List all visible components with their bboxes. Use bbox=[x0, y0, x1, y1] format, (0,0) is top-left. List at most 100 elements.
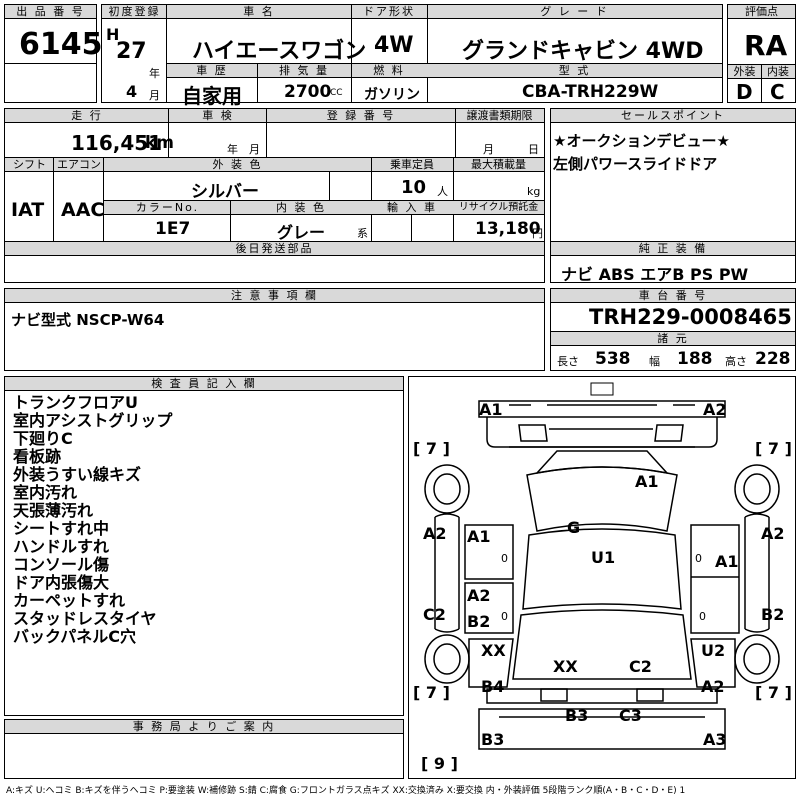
damage-windshield: G bbox=[567, 518, 581, 537]
inspector-note: 下廻りC bbox=[13, 429, 73, 448]
damage-sill-left: C2 bbox=[423, 605, 446, 624]
damage-hood: A1 bbox=[635, 472, 659, 491]
door-rr-mark: 0 bbox=[699, 610, 706, 623]
inspection-header: 車 検 bbox=[169, 109, 267, 123]
fuel-type: ガソリン bbox=[364, 87, 420, 103]
damage-rear-left: B4 bbox=[481, 677, 505, 696]
yen-unit: 円 bbox=[532, 227, 543, 240]
transfer-header: 譲渡書類期限 bbox=[455, 109, 544, 123]
damage-rear-quarter-left: XX bbox=[481, 641, 506, 660]
inspector-note: スタッドレスタイヤ bbox=[13, 609, 157, 628]
inspector-note: 看板跡 bbox=[13, 447, 62, 466]
damage-door-rl-a2: A2 bbox=[467, 586, 491, 605]
lot-number: 6145 bbox=[19, 27, 103, 62]
sales-point-header: セールスポイント bbox=[551, 109, 795, 123]
office-box: 事 務 局 よ り ご 案 内 bbox=[4, 719, 404, 779]
era-letter: H bbox=[106, 25, 120, 44]
tire-fr-score: [ 7 ] bbox=[755, 439, 792, 458]
damage-diagram: [ 7 ] [ 7 ] [ 7 ] [ 7 ] [ 9 ] A1 A2 A1 G… bbox=[408, 376, 796, 779]
insp-year-unit: 年 bbox=[227, 143, 238, 156]
reg-no-header: 登 録 番 号 bbox=[267, 109, 455, 123]
grade: グランドキャビン 4WD bbox=[462, 39, 704, 64]
mileage-unit: km bbox=[145, 133, 175, 153]
color-no-header: カラーNo. bbox=[104, 201, 231, 215]
damage-fender-left: A2 bbox=[423, 524, 447, 543]
damage-rear-glass-c2: C2 bbox=[629, 657, 652, 676]
inspector-note: 室内汚れ bbox=[13, 483, 78, 502]
aircon-type: AAC bbox=[61, 199, 105, 221]
color-number: 1E7 bbox=[155, 219, 191, 239]
damage-backdoor-c3: C3 bbox=[619, 706, 642, 725]
inspector-note: 外装うすい線キズ bbox=[13, 465, 142, 484]
shift-type: IAT bbox=[11, 199, 45, 221]
door-header: ドア形状 bbox=[351, 5, 427, 19]
transfer-day-unit: 日 bbox=[528, 143, 539, 156]
car-name-header: 車 名 bbox=[167, 5, 351, 19]
car-history: 自家用 bbox=[182, 84, 242, 108]
damage-front-left: A1 bbox=[479, 400, 503, 419]
displacement: 2700 bbox=[284, 82, 332, 102]
damage-rear-bumper-right: A3 bbox=[703, 730, 727, 749]
transfer-month-unit: 月 bbox=[483, 143, 494, 156]
sales-point-2: 左側パワースライドドア bbox=[553, 155, 718, 173]
damage-sill-right: B2 bbox=[761, 605, 785, 624]
interior-score: C bbox=[770, 80, 785, 104]
inspector-note: ドア内張傷大 bbox=[13, 573, 110, 592]
first-reg-header: 初度登録 bbox=[102, 5, 167, 19]
month-unit: 月 bbox=[149, 89, 160, 102]
spare-tire-score: [ 9 ] bbox=[421, 754, 458, 773]
later-parts-header: 後日発送部品 bbox=[5, 242, 544, 256]
first-reg-year: 27 bbox=[116, 39, 147, 64]
lot-number-header: 出 品 番 号 bbox=[5, 5, 96, 19]
aircon-header: エアコン bbox=[54, 158, 104, 172]
width-label: 幅 bbox=[649, 355, 660, 368]
notes-text: ナビ型式 NSCP-W64 bbox=[11, 311, 165, 329]
vehicle-outline bbox=[424, 382, 780, 750]
inspector-note: 室内アシストグリップ bbox=[13, 411, 173, 430]
genuine-equipment: ナビ ABS エアB PS PW bbox=[561, 265, 749, 284]
damage-rear-bumper-left: B3 bbox=[481, 730, 505, 749]
inspector-header: 検 査 員 記 入 欄 bbox=[5, 377, 403, 391]
length-value: 538 bbox=[595, 349, 631, 369]
score-header: 評価点 bbox=[728, 5, 795, 19]
door-type: 4W bbox=[374, 33, 414, 58]
fuel-header: 燃 料 bbox=[351, 64, 427, 78]
exterior-color: シルバー bbox=[191, 182, 259, 202]
inspector-note: シートすれ中 bbox=[13, 519, 110, 538]
capacity-header: 乗車定員 bbox=[371, 158, 453, 172]
load-unit: kg bbox=[527, 185, 541, 198]
interior-color-suffix: 系 bbox=[357, 227, 368, 240]
width-value: 188 bbox=[677, 349, 713, 369]
ext-color-header: 外 装 色 bbox=[104, 158, 371, 172]
interior-color: グレー bbox=[277, 223, 326, 242]
damage-rear-glass-xx: XX bbox=[553, 657, 578, 676]
sales-point-1: ★オークションデビュー★ bbox=[553, 132, 730, 150]
insp-month-unit: 月 bbox=[249, 143, 260, 156]
basic-info-box: 初度登録 車 名 ドア形状 グ レ ー ド H 27 年 ハイエースワゴン 4W… bbox=[101, 4, 723, 108]
year-unit: 年 bbox=[149, 67, 160, 80]
inspector-note: コンソール傷 bbox=[13, 555, 110, 574]
inspector-box: 検 査 員 記 入 欄 トランクフロアU 室内アシストグリップ 下廻りC 看板跡… bbox=[4, 376, 404, 716]
tire-fl-score: [ 7 ] bbox=[413, 439, 450, 458]
genuine-header: 純 正 装 備 bbox=[551, 242, 795, 256]
passenger-capacity: 10 bbox=[401, 177, 427, 198]
cc-unit: CC bbox=[330, 88, 343, 98]
damage-door-rl-b2: B2 bbox=[467, 612, 491, 631]
door-rl-mark: 0 bbox=[501, 610, 508, 623]
interior-header: 内装 bbox=[761, 65, 795, 79]
inspector-note: トランクフロアU bbox=[13, 393, 138, 412]
tire-rr-score: [ 7 ] bbox=[755, 683, 792, 702]
specs-header: 諸 元 bbox=[551, 332, 795, 346]
history-header: 車 歴 bbox=[167, 64, 257, 78]
legend-text: A:キズ U:ヘコミ B:キズを伴うヘコミ P:要塗装 W:補修跡 S:錆 C:… bbox=[6, 786, 686, 796]
height-value: 228 bbox=[755, 349, 791, 369]
length-label: 長さ bbox=[557, 355, 579, 368]
model-header: 型 式 bbox=[427, 64, 722, 78]
car-name: ハイエースワゴン bbox=[192, 39, 367, 64]
notes-box: 注 意 事 項 欄 ナビ型式 NSCP-W64 bbox=[4, 288, 545, 371]
import-header: 輸 入 車 bbox=[371, 201, 453, 215]
mileage: 116,451 bbox=[71, 131, 163, 155]
damage-door-fr: A1 bbox=[715, 552, 739, 571]
notes-header: 注 意 事 項 欄 bbox=[5, 289, 544, 303]
damage-rear-right: A2 bbox=[701, 677, 725, 696]
